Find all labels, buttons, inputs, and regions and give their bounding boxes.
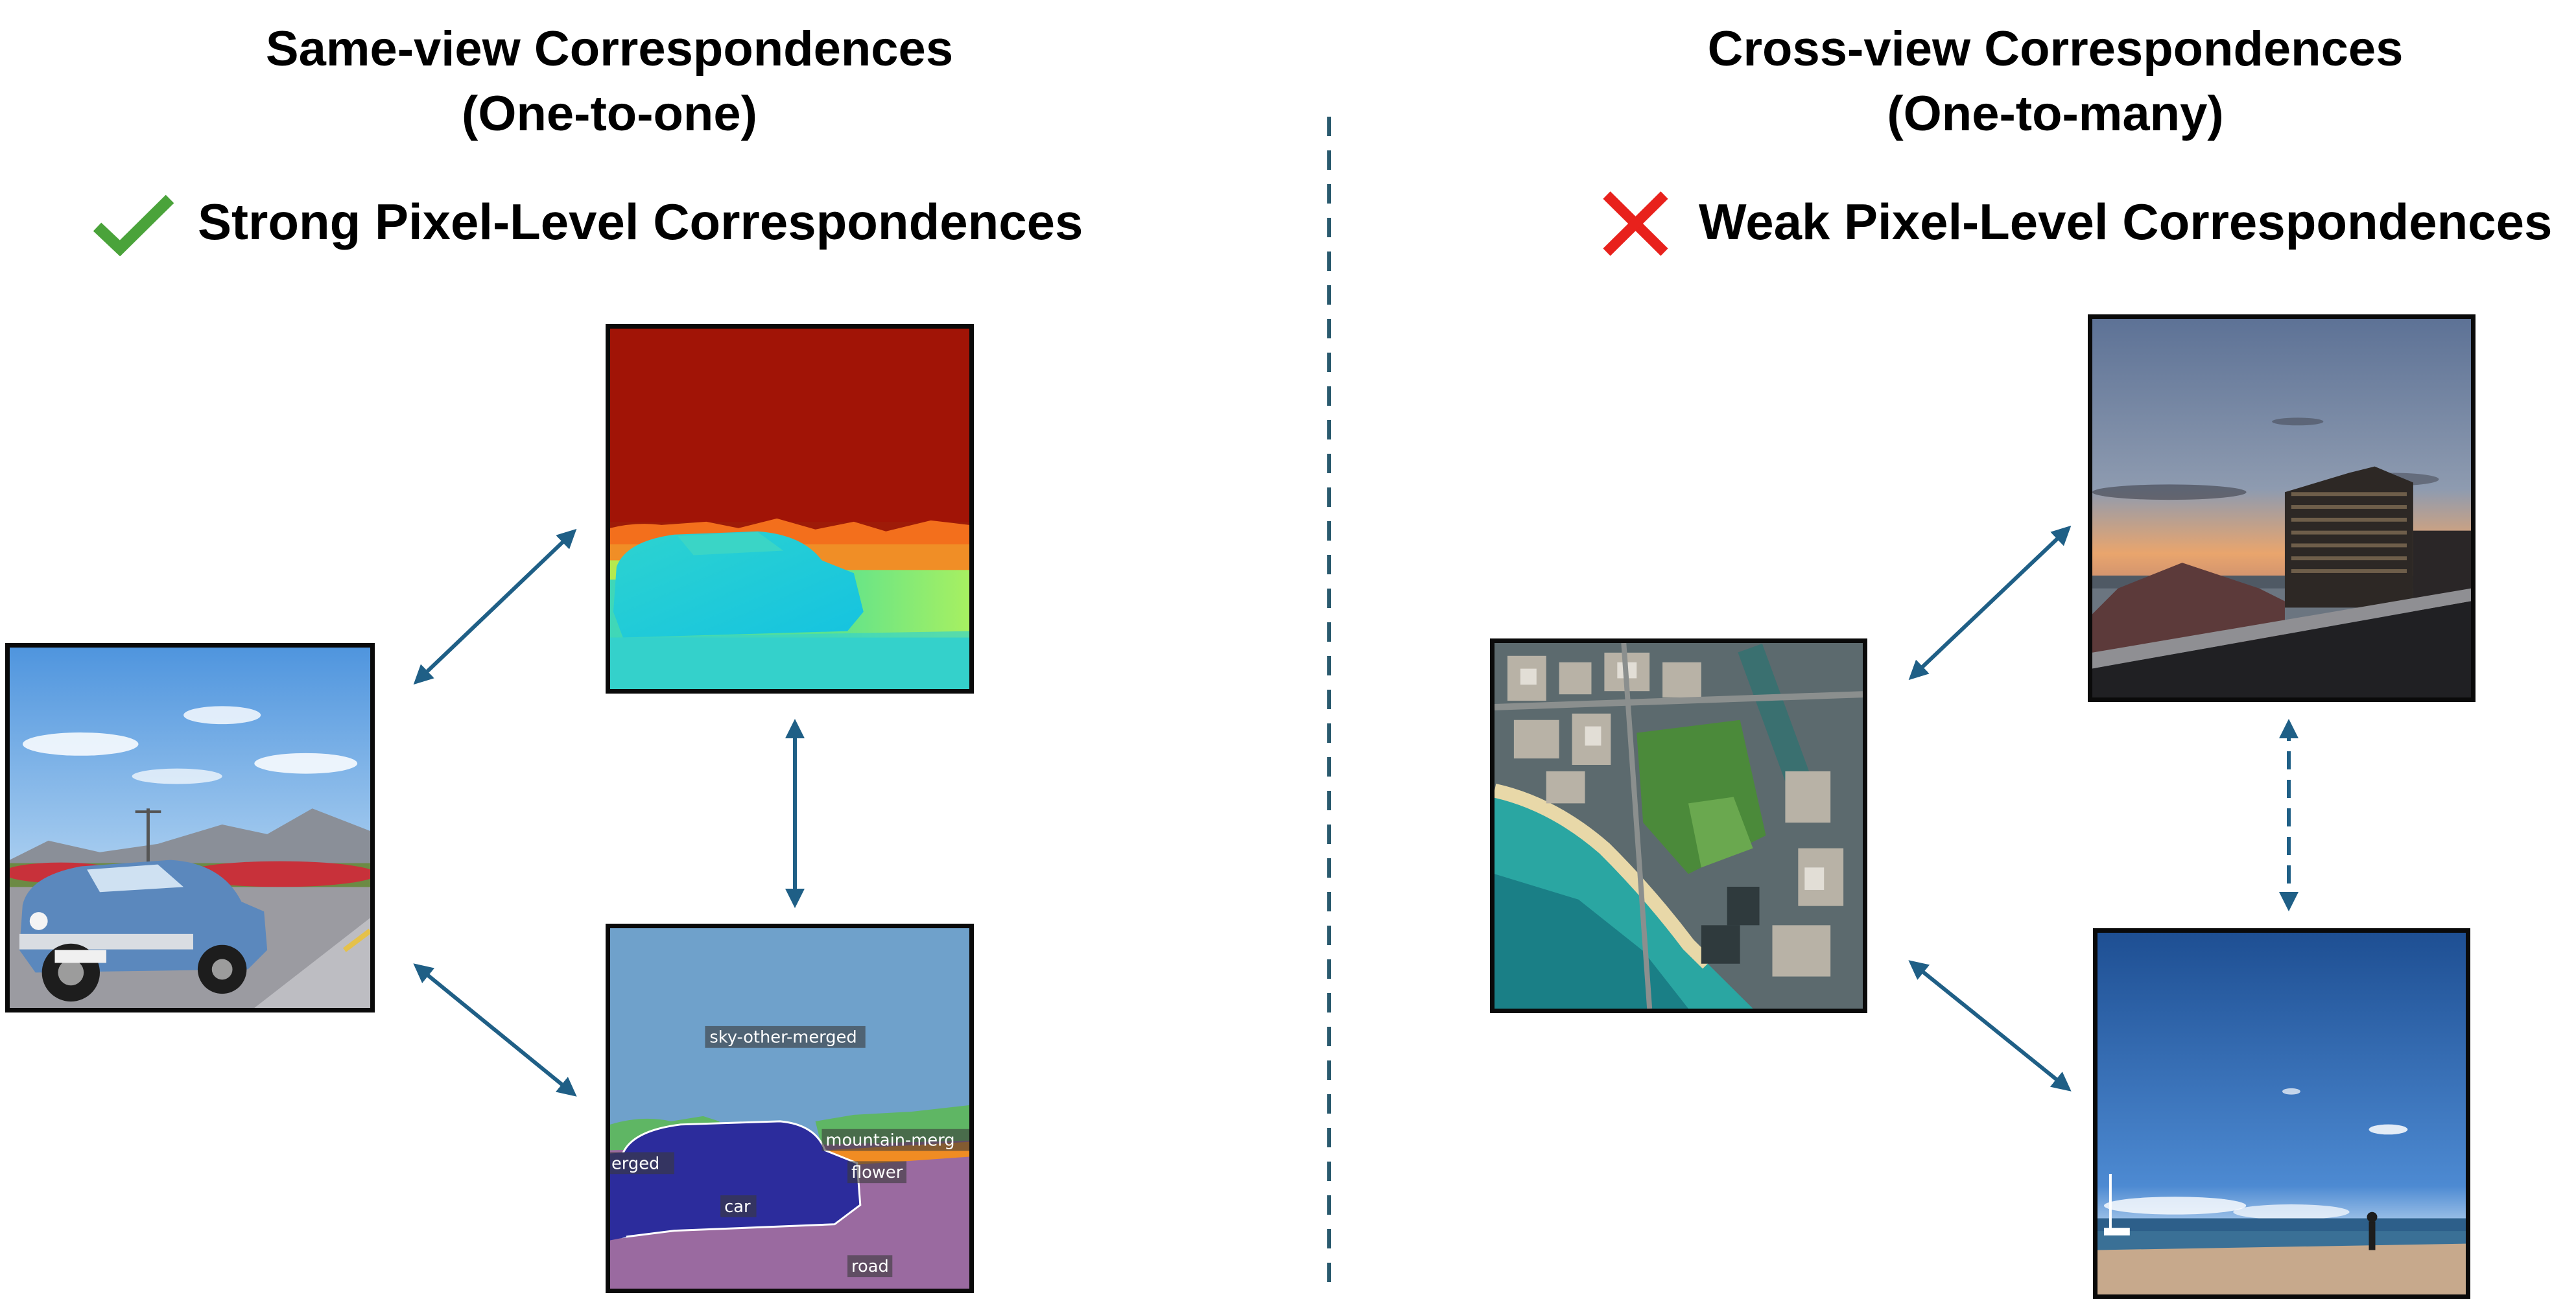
street-view-beach — [2093, 928, 2470, 1299]
car-photo — [5, 643, 375, 1012]
arrow-aerial-beach — [1908, 960, 2072, 1092]
seg-label-sky: sky-other-merged — [709, 1028, 857, 1047]
arrow-aerial-hotel — [1908, 525, 2072, 681]
checkmark-icon — [93, 194, 174, 256]
seg-label-flower: flower — [851, 1163, 903, 1182]
cross-icon — [1603, 191, 1668, 256]
seg-label-car: car — [724, 1197, 751, 1217]
section-divider — [1327, 117, 1331, 1290]
left-title: Same-view Correspondences (One-to-one) — [220, 17, 998, 146]
seg-label-merged: erged — [611, 1154, 659, 1173]
right-title-line2: (One-to-many) — [1887, 86, 2224, 141]
segmentation-map: sky-other-merged mountain-merg erged flo… — [606, 924, 974, 1293]
left-title-line2: (One-to-one) — [462, 86, 757, 141]
arrow-car-depth — [413, 528, 577, 685]
right-subtitle: Weak Pixel-Level Correspondences — [1699, 193, 2553, 250]
arrow-car-segmentation — [413, 963, 577, 1097]
seg-label-road: road — [851, 1257, 889, 1276]
aerial-view — [1490, 638, 1867, 1013]
right-title: Cross-view Correspondences (One-to-many) — [1666, 17, 2444, 146]
depth-map — [606, 324, 974, 694]
seg-label-mountain: mountain-merg — [825, 1131, 954, 1151]
left-title-line1: Same-view Correspondences — [265, 21, 954, 76]
street-view-hotel — [2088, 314, 2476, 702]
right-title-line1: Cross-view Correspondences — [1707, 21, 2404, 76]
left-subtitle: Strong Pixel-Level Correspondences — [198, 193, 1083, 250]
